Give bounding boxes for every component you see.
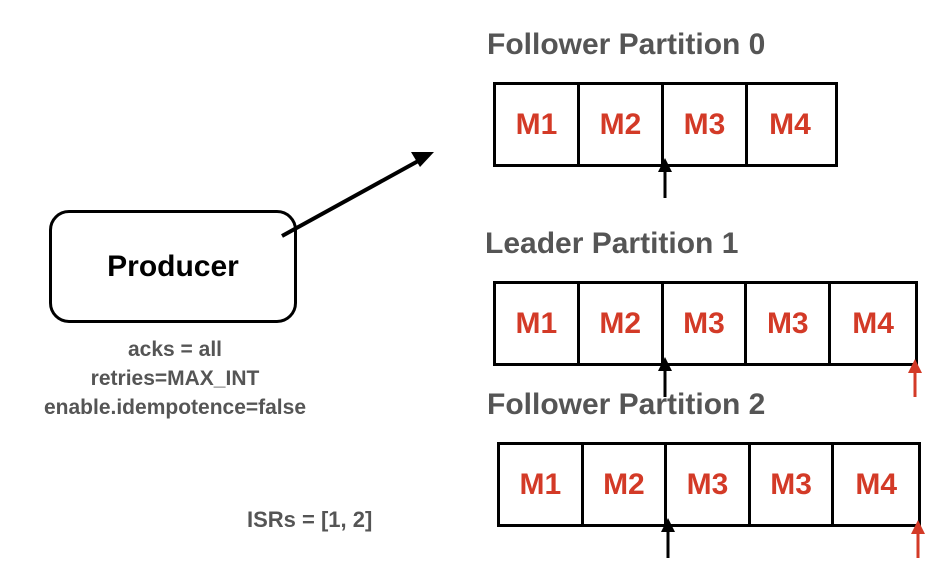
message-cell: M3 [664, 284, 748, 363]
message-cell: M1 [496, 284, 580, 363]
config-retries: retries=MAX_INT [90, 367, 260, 390]
message-cell: M4 [855, 467, 898, 501]
message-cell: M4 [769, 107, 811, 141]
partition-2-log: M1 M2 M3 M3 M4 [497, 442, 921, 527]
config-idempotence: enable.idempotence=false [43, 396, 307, 419]
offset-marker-black [661, 518, 675, 558]
message-cell: M3 [747, 284, 832, 363]
message-cell: M4 [852, 306, 894, 340]
isr-list: ISRs = [1, 2] [247, 507, 373, 532]
partition-1-log: M1 M2 M3 M3 M4 [493, 281, 918, 366]
message-cell: M2 [580, 85, 664, 164]
message-cell: M1 [500, 445, 584, 524]
partition-2-title: Follower Partition 2 [487, 388, 766, 421]
producer-label: Producer [107, 249, 239, 283]
producer-box: Producer [49, 210, 297, 323]
message-cell: M2 [584, 445, 668, 524]
message-cell: M3 [751, 445, 835, 524]
message-cell: M3 [664, 85, 748, 164]
offset-marker-black [658, 357, 672, 397]
message-cell: M3 [667, 445, 751, 524]
message-cell: M2 [580, 284, 664, 363]
config-acks: acks = all [128, 338, 222, 361]
offset-marker-red [911, 520, 925, 558]
message-cell: M1 [496, 85, 580, 164]
offset-marker-red [908, 359, 922, 397]
producer-arrow [281, 152, 434, 238]
partition-0-title: Follower Partition 0 [487, 28, 766, 61]
offset-marker-black [658, 158, 672, 198]
partition-1-title: Leader Partition 1 [485, 227, 739, 260]
